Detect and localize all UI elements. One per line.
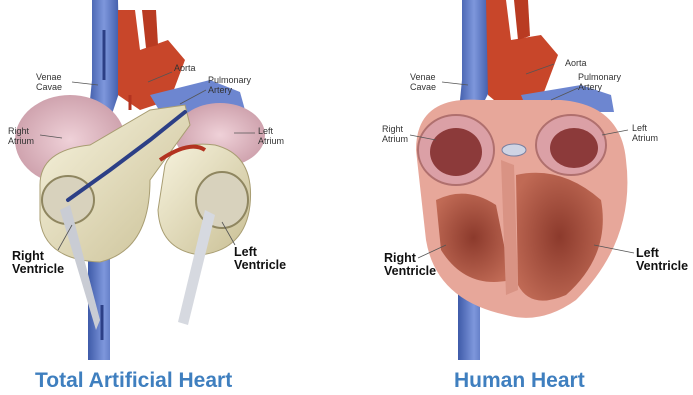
great-vessel-branch bbox=[142, 10, 158, 48]
label-left-ventricle-right: Left Ventricle bbox=[636, 247, 688, 273]
label-pulmonary-artery-left: Pulmonary Artery bbox=[208, 75, 251, 95]
label-venae-cavae-left: Venae Cavae bbox=[36, 72, 62, 92]
label-aorta-left: Aorta bbox=[174, 63, 196, 73]
pulmonary-valve bbox=[502, 144, 526, 156]
label-venae-cavae-right: Venae Cavae bbox=[410, 72, 436, 92]
caption-total-artificial-heart: Total Artificial Heart bbox=[35, 369, 232, 393]
great-vessel-branch bbox=[514, 0, 530, 40]
caption-human-heart: Human Heart bbox=[454, 369, 585, 393]
label-pulmonary-artery-right: Pulmonary Artery bbox=[578, 72, 621, 92]
label-right-atrium-right: Right Atrium bbox=[382, 124, 408, 144]
label-left-atrium-right: Left Atrium bbox=[632, 123, 658, 143]
artificial-heart-illustration bbox=[0, 0, 346, 360]
label-left-ventricle-left: Left Ventricle bbox=[234, 246, 286, 272]
human-heart-illustration bbox=[346, 0, 693, 360]
label-right-ventricle-right: Right Ventricle bbox=[384, 252, 436, 278]
label-aorta-right: Aorta bbox=[565, 58, 587, 68]
label-right-ventricle-left: Right Ventricle bbox=[12, 250, 64, 276]
label-left-atrium-left: Left Atrium bbox=[258, 126, 284, 146]
label-right-atrium-left: Right Atrium bbox=[8, 126, 34, 146]
